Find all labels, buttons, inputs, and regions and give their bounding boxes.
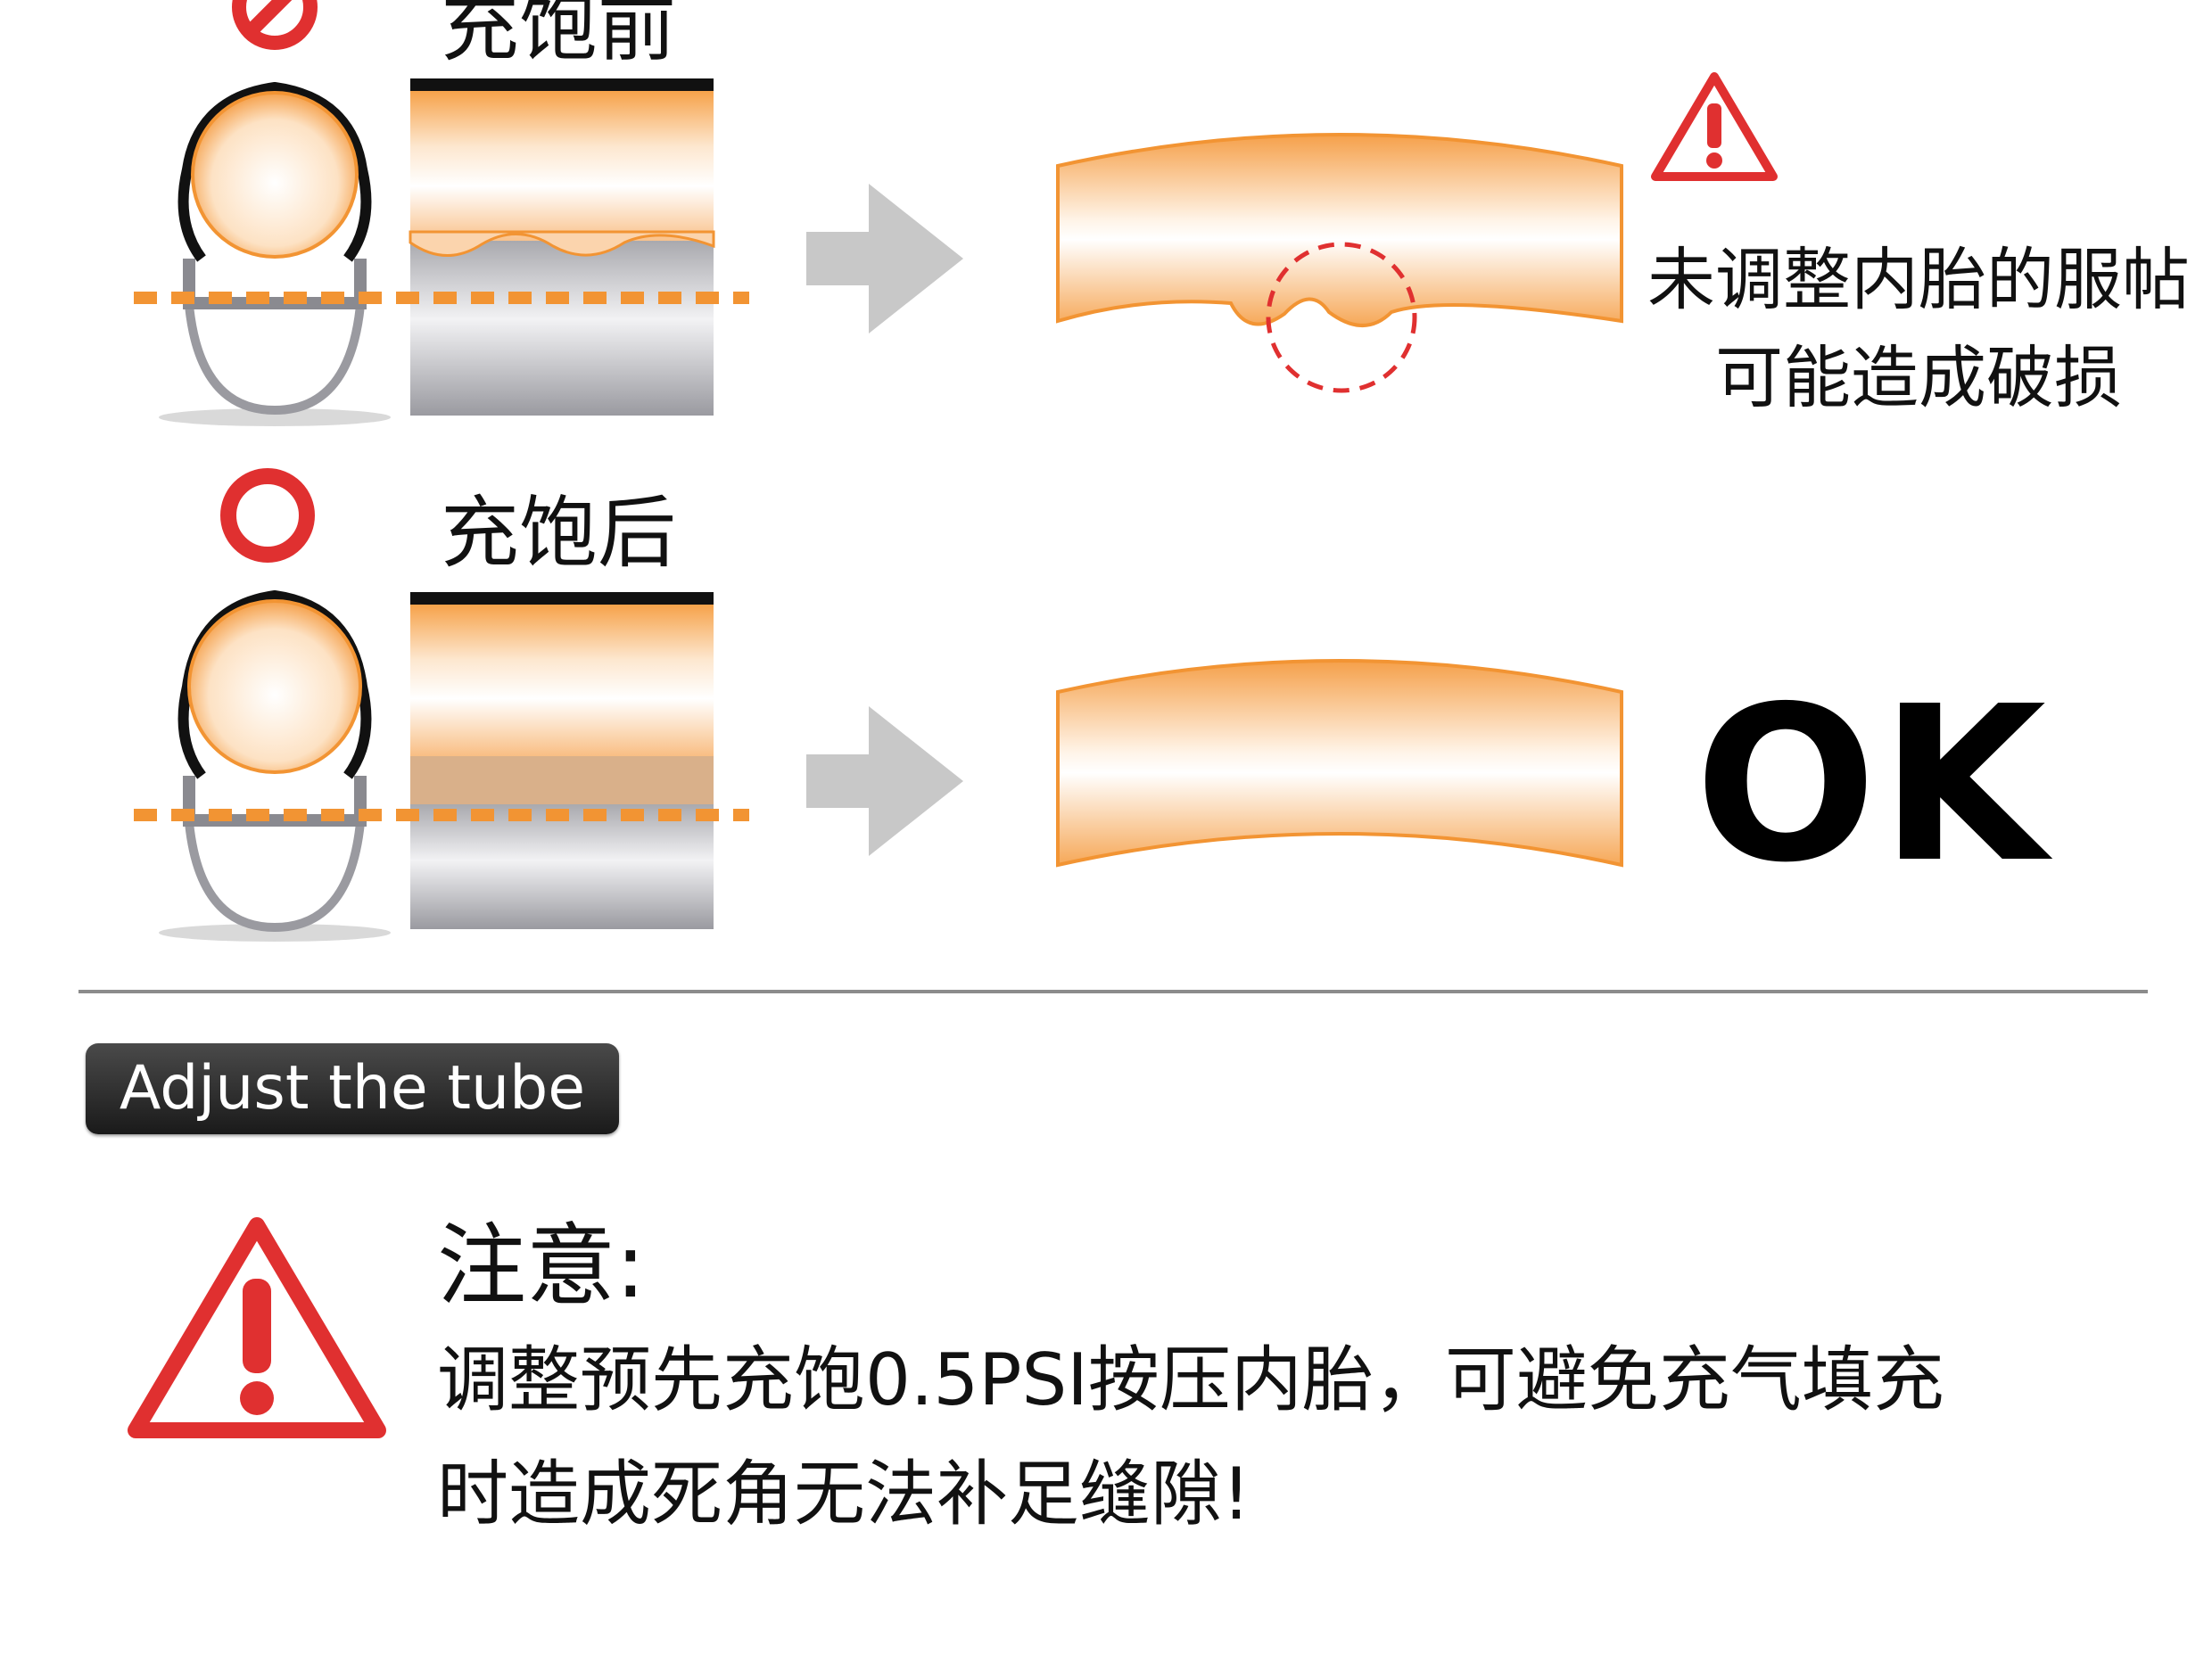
tube-block-after (410, 592, 714, 929)
notice-line-2: 时造成死角无法补足缝隙! (437, 1453, 1251, 1536)
tube-band-damaged (1056, 133, 1623, 393)
notice-line-1: 调整预先充饱0.5PSI按压内胎，可避免充气填充 (437, 1338, 1944, 1421)
arrow-right-icon (806, 184, 963, 333)
damage-warning-line-1: 未调整内胎的服帖 (1647, 240, 2190, 319)
tire-cross-section-after (159, 589, 391, 942)
before-inflation-label: 充饱前 (441, 0, 677, 72)
ok-result-text: OK (1695, 660, 2050, 910)
warning-icon (1651, 72, 1778, 181)
tube-band-ok (1056, 659, 1623, 868)
tube-block-before (409, 78, 715, 416)
damage-warning-text: 未调整内胎的服帖 可能造成破损 (1629, 246, 2208, 412)
after-inflation-label: 充饱后 (441, 487, 677, 579)
notice-heading: 注意: (437, 1214, 646, 1318)
prohibited-icon (232, 0, 318, 50)
warning-icon (128, 1217, 386, 1438)
section-title-badge: Adjust the tube (86, 1043, 619, 1134)
damage-warning-line-2: 可能造成破损 (1715, 338, 2122, 417)
tire-cross-section-before (159, 81, 391, 426)
arrow-right-icon (806, 706, 963, 856)
section-divider (78, 990, 2148, 993)
ok-circle-icon (220, 468, 315, 563)
